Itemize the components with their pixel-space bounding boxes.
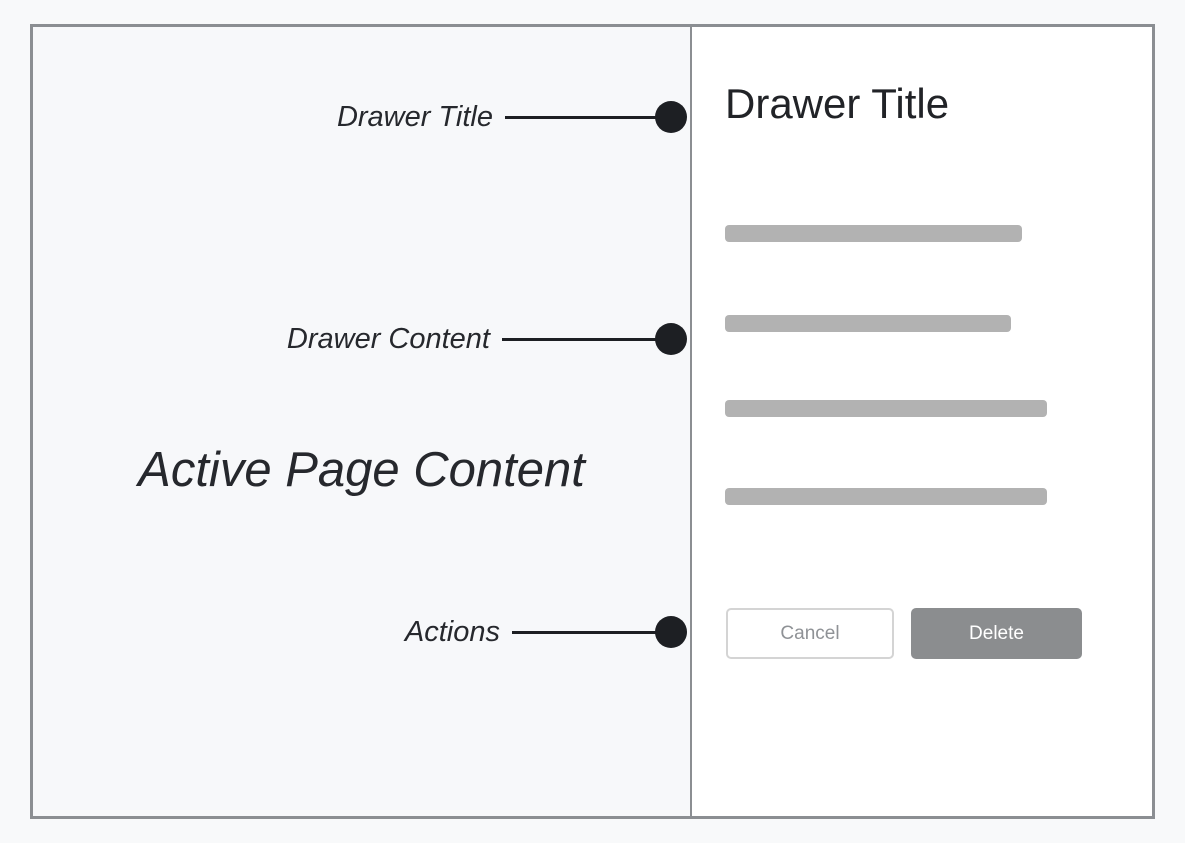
drawer-title: Drawer Title	[725, 80, 950, 127]
callout-line	[505, 115, 657, 119]
callout-drawer-title: Drawer Title	[33, 99, 687, 135]
callout-dot	[655, 616, 687, 648]
active-page-content-label: Active Page Content	[138, 443, 585, 497]
callout-actions-label: Actions	[404, 615, 500, 648]
content-placeholder-bar	[725, 315, 1011, 332]
callout-drawer-title-label: Drawer Title	[336, 100, 493, 133]
drawer-content-placeholders	[692, 27, 1152, 816]
wireframe-frame: Drawer Title Drawer Content Actions Acti…	[30, 24, 1155, 819]
delete-button[interactable]: Delete	[911, 608, 1082, 659]
callout-dot	[655, 323, 687, 355]
content-placeholder-bar	[725, 488, 1047, 505]
callout-line	[512, 630, 657, 634]
callout-drawer-content: Drawer Content	[33, 321, 687, 357]
drawer-panel: Drawer Title Cancel Delete	[690, 27, 1152, 816]
callout-line	[502, 337, 657, 341]
active-page-area: Drawer Title Drawer Content Actions Acti…	[33, 27, 690, 816]
callout-drawer-content-label: Drawer Content	[286, 322, 490, 355]
content-placeholder-bar	[725, 400, 1047, 417]
callout-actions: Actions	[33, 614, 687, 650]
content-placeholder-bar	[725, 225, 1022, 242]
drawer-actions: Cancel Delete	[726, 608, 1082, 659]
callout-dot	[655, 101, 687, 133]
cancel-button[interactable]: Cancel	[726, 608, 894, 659]
